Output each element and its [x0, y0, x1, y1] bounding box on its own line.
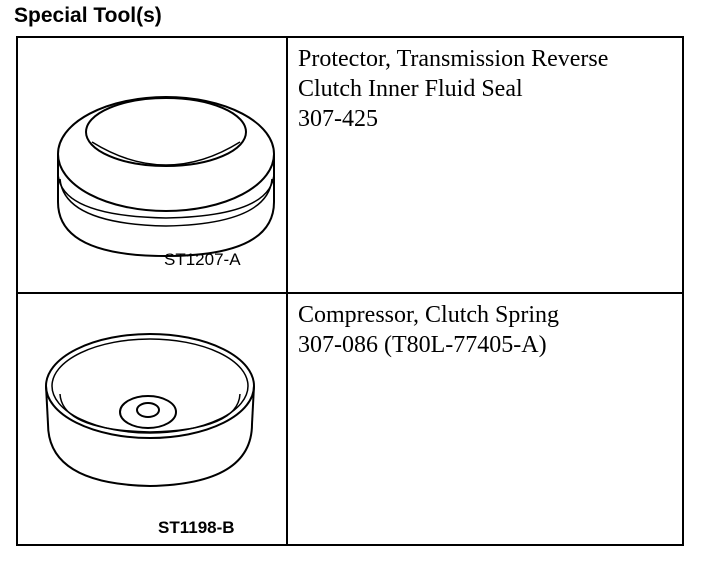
tool-number: 307-425: [298, 106, 378, 132]
section-heading: Special Tool(s): [14, 4, 162, 27]
tool-name-line: Compressor, Clutch Spring: [298, 302, 560, 328]
row-divider: [18, 292, 682, 294]
tool-description: Protector, Transmission Reverse Clutch I…: [298, 44, 678, 134]
special-tools-table: ST1207-A Protector, Transmission Reverse…: [16, 36, 684, 546]
tool-name-line: Clutch Inner Fluid Seal: [298, 76, 523, 102]
spring-compressor-icon: [45, 333, 255, 488]
tool-number: 307-086 (T80L-77405-A): [298, 332, 547, 358]
tool-name-line: Protector, Transmission Reverse: [298, 46, 609, 72]
illustration-code: ST1198-B: [158, 518, 235, 537]
column-divider: [286, 38, 288, 544]
illustration-code: ST1207-A: [164, 250, 241, 269]
tool-illustration-cell: ST1198-B: [18, 294, 286, 548]
tool-description: Compressor, Clutch Spring 307-086 (T80L-…: [298, 300, 678, 360]
tool-illustration-cell: ST1207-A: [18, 38, 286, 292]
ring-protector-icon: [57, 96, 275, 258]
